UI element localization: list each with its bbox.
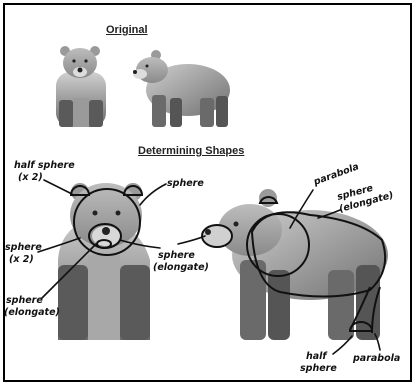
label-sphere-x2-count: (x 2) [9,254,34,265]
label-half-sphere-x2: half sphere [14,160,75,171]
label-sphere-elongate-left: sphere [6,295,43,306]
label-sphere-elongate-mid: sphere [158,250,195,261]
large-side-bear [203,189,388,340]
label-parabola-top: parabola [311,161,360,188]
small-front-bear [56,46,106,127]
label-half-sphere-x2-count: (x 2) [18,172,43,183]
label-sphere-x2: sphere [5,242,42,253]
label-sphere-head: sphere [167,178,204,189]
label-sphere-elongate-mid-note: (elongate) [153,262,209,273]
small-side-bear [133,50,230,127]
label-half-sphere-bottom: half [306,351,328,362]
label-half-sphere-bottom-note: sphere [300,363,337,374]
label-sphere-elongate-left-note: (elongate) [4,307,60,318]
label-parabola-bottom: parabola [352,353,400,364]
